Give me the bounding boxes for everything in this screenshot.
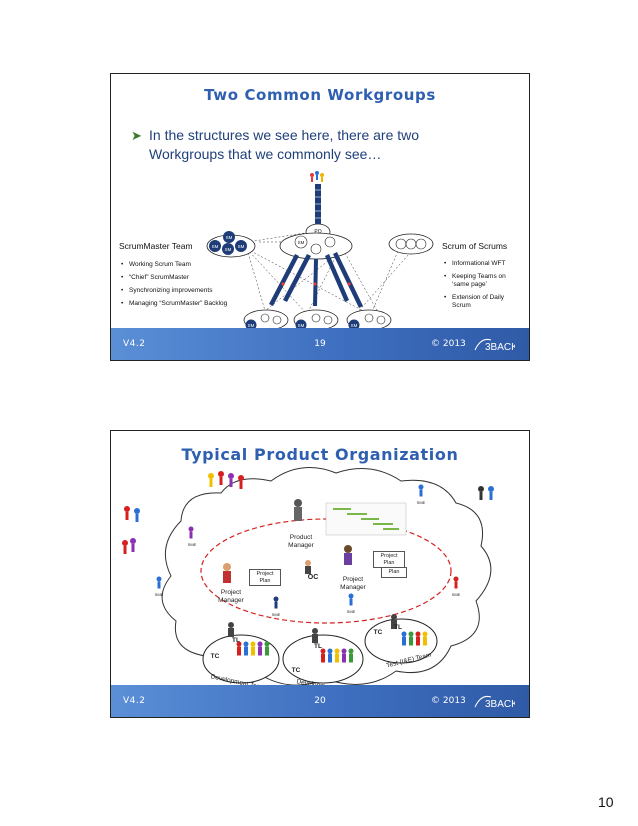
svg-text:3BACK: 3BACK — [485, 699, 515, 710]
scrummaster-team-title: ScrumMaster Team — [119, 241, 193, 251]
stakeholder-group-right — [478, 486, 494, 500]
slide-two-common-workgroups: Two Common Workgroups ➤ In the structure… — [110, 73, 530, 361]
stakeholder-group-left — [122, 506, 140, 554]
plan-box: Plan — [381, 567, 407, 578]
footer-version: V4.2 — [123, 696, 146, 706]
project-plan-box: Project Plan — [249, 569, 281, 586]
project-manager-figure — [223, 563, 231, 583]
footer-copyright: © 2013 — [431, 339, 466, 349]
sme-label: SME — [271, 612, 281, 617]
footer-page: 20 — [314, 696, 326, 706]
sm-label: SM — [350, 323, 358, 328]
arrow-bullet-icon: ➤ — [131, 128, 142, 143]
list-item: Extension of Daily Scrum — [444, 294, 524, 310]
list-item: “Chief” ScrumMaster — [121, 274, 233, 282]
tc-label: TC — [373, 629, 383, 636]
sme-label: SME — [346, 609, 356, 614]
main-bullet-text: In the structures we see here, there are… — [149, 127, 420, 162]
product-manager-figure — [294, 499, 302, 521]
list-item: Synchronizing improvements — [121, 287, 233, 295]
tl-label: TL — [232, 637, 240, 644]
tl-label: TL — [314, 643, 322, 650]
brand-logo: 3BACK — [471, 692, 518, 713]
list-item: Working Scrum Team — [121, 261, 233, 269]
po-label: PO — [314, 229, 322, 235]
bottom-team-left — [243, 309, 289, 331]
scrummaster-team-list: Working Scrum Team “Chief” ScrumMaster S… — [121, 261, 233, 313]
list-item: Keeping Teams on ‘same page’ — [444, 273, 524, 289]
central-team-cluster — [279, 232, 353, 260]
scrummaster-team-cluster — [206, 231, 256, 258]
sm-label: SM — [225, 235, 233, 240]
sme-label: SME — [416, 500, 426, 505]
bottom-team-middle — [293, 309, 339, 331]
tc-label: TC — [291, 667, 301, 674]
product-organization-diagram — [122, 467, 494, 686]
tc-label: TC — [210, 653, 220, 660]
project-manager-figure — [344, 545, 352, 565]
project-manager-label: Project Manager — [340, 576, 366, 591]
dev-team-members-1 — [236, 641, 270, 656]
sm-label: SM — [297, 323, 305, 328]
slide-title: Typical Product Organization — [181, 445, 459, 464]
people-icon — [310, 171, 324, 182]
sm-label: SM — [247, 323, 255, 328]
slide-footer: V4.2 20 © 2013 3BACK — [111, 685, 529, 717]
stakeholder-group-top — [208, 471, 244, 489]
brand-logo: 3BACK — [471, 335, 518, 356]
gantt-chart-icon — [325, 502, 407, 536]
tl-label: TL — [394, 624, 402, 631]
sm-label: SM — [224, 247, 232, 252]
scrum-of-scrums-title: Scrum of Scrums — [442, 241, 508, 251]
list-item: Informational WFT — [444, 260, 524, 268]
workgroups-diagram — [206, 171, 434, 331]
slide-title: Two Common Workgroups — [204, 86, 436, 104]
scrum-of-scrums-list: Informational WFT Keeping Teams on ‘same… — [444, 260, 524, 315]
sme-label: SME — [187, 542, 197, 547]
scrum-of-scrums-cluster — [388, 233, 434, 255]
page-number: 10 — [598, 794, 614, 810]
test-team-members — [401, 631, 428, 646]
list-item: Managing “ScrumMaster” Backlog — [121, 300, 233, 308]
dev-team-members-2 — [320, 648, 354, 663]
sm-label: SM — [237, 244, 245, 249]
test-team-circle — [364, 618, 438, 664]
svg-text:3BACK: 3BACK — [485, 342, 515, 353]
sm-label: SM — [211, 244, 219, 249]
sme-label: SME — [451, 592, 461, 597]
main-bullet: ➤ In the structures we see here, there a… — [131, 126, 461, 164]
footer-version: V4.2 — [123, 339, 146, 349]
oc-figure — [305, 560, 311, 574]
project-manager-label: Project Manager — [218, 589, 244, 604]
slide-footer: V4.2 19 © 2013 3BACK — [111, 328, 529, 360]
sm-label: SM — [297, 240, 305, 245]
oc-label: OC — [307, 574, 319, 581]
project-plan-box: Project Plan — [373, 551, 405, 568]
sme-label: SME — [154, 592, 164, 597]
slide-typical-product-organization: Typical Product Organization — [110, 430, 530, 718]
product-manager-label: Product Manager — [288, 534, 314, 549]
footer-copyright: © 2013 — [431, 696, 466, 706]
footer-page: 19 — [314, 339, 326, 349]
